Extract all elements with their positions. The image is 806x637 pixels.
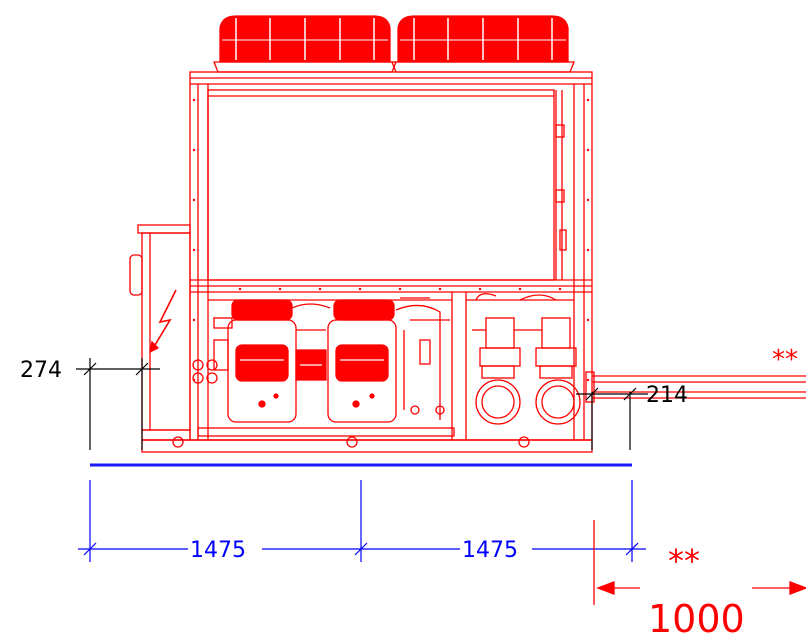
left-offset-dimension [76, 358, 160, 450]
outlet-piping [585, 371, 806, 403]
unit-base [141, 427, 593, 453]
lightning-bolt-icon [149, 289, 177, 354]
electrical-box [129, 224, 191, 441]
right-offset-label: 214 [646, 383, 688, 408]
span-dimensions [78, 480, 646, 562]
unit-frame [189, 71, 593, 441]
clearance-dimension [593, 520, 806, 605]
clearance-label: 1000 [648, 597, 745, 637]
span-left-label: 1475 [190, 538, 246, 563]
chiller-unit [129, 15, 806, 453]
compressor-right [327, 299, 397, 423]
condenser-fan-left [213, 15, 397, 73]
refrigerant-piping [192, 297, 450, 420]
clearance-marker-top: ** [772, 345, 798, 375]
clearance-marker-bottom: ** [668, 542, 700, 580]
water-pump-left [472, 293, 521, 425]
right-offset-dimension [576, 387, 648, 450]
compressor-left [213, 299, 297, 423]
water-pump-right [514, 294, 581, 425]
span-right-label: 1475 [462, 538, 518, 563]
condenser-fan-right [391, 15, 575, 73]
left-offset-label: 274 [20, 358, 62, 383]
